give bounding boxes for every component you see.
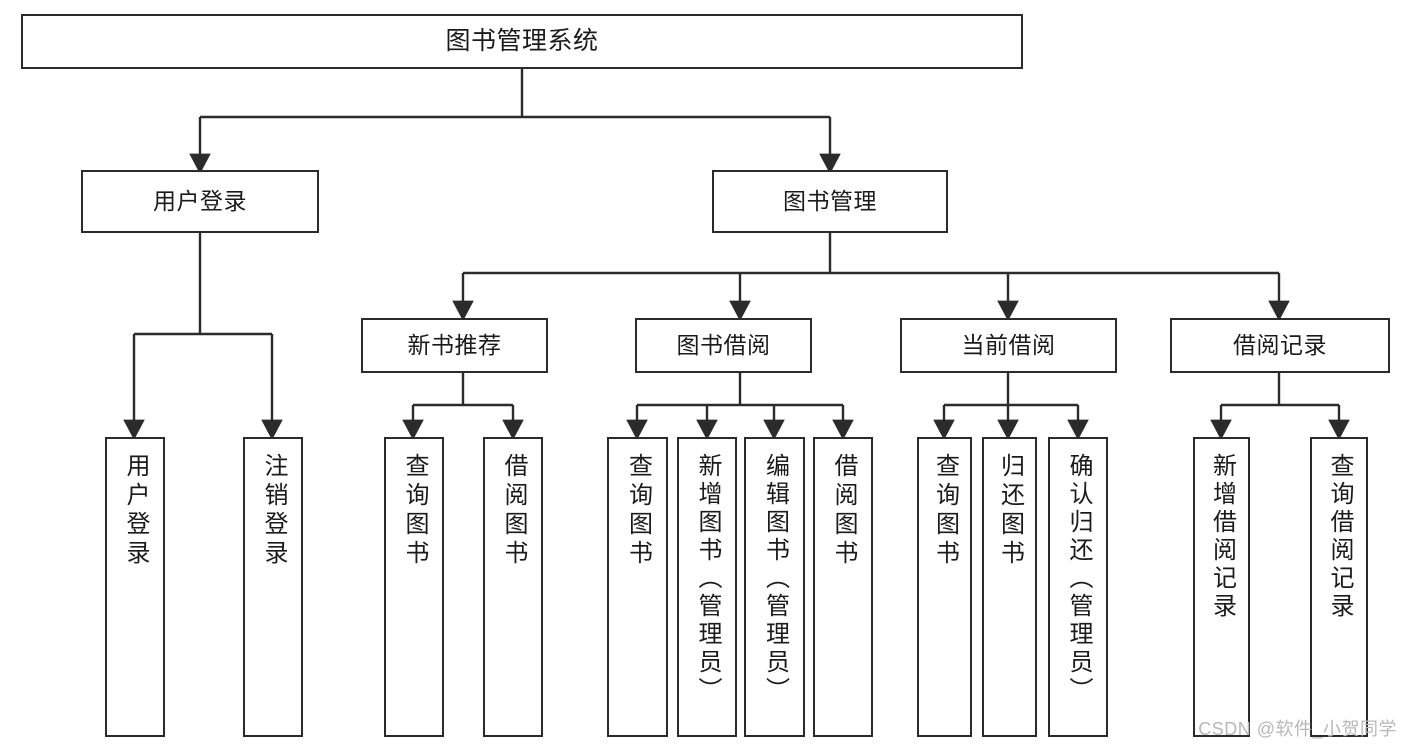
- node-label: 查询图书: [931, 453, 959, 569]
- node-label: 图书管理: [783, 188, 877, 215]
- node-book-management[interactable]: 图书管理: [712, 170, 948, 233]
- node-user-login[interactable]: 用户登录: [81, 170, 319, 233]
- node-leaf-query-book-borrow[interactable]: 查询图书: [607, 437, 668, 737]
- node-current-borrow[interactable]: 当前借阅: [900, 318, 1117, 373]
- node-label: 查询图书: [624, 453, 652, 569]
- node-leaf-add-borrow-record[interactable]: 新增借阅记录: [1193, 437, 1250, 737]
- node-label: 归还图书: [996, 453, 1024, 569]
- node-borrow-record[interactable]: 借阅记录: [1170, 318, 1390, 373]
- node-leaf-return-book[interactable]: 归还图书: [982, 437, 1037, 737]
- node-label: 当前借阅: [961, 332, 1056, 359]
- node-new-book-recommend[interactable]: 新书推荐: [361, 318, 548, 373]
- node-leaf-borrow-book-recommend[interactable]: 借阅图书: [483, 437, 543, 737]
- node-label: 用户登录: [122, 453, 149, 569]
- node-label: 确认归还（管理员）: [1065, 453, 1092, 705]
- node-leaf-logout[interactable]: 注销登录: [243, 437, 303, 737]
- node-leaf-confirm-return-admin[interactable]: 确认归还（管理员）: [1048, 437, 1108, 737]
- node-book-borrow[interactable]: 图书借阅: [635, 318, 812, 373]
- node-label: 查询图书: [401, 453, 428, 569]
- node-label: 用户登录: [153, 188, 247, 215]
- node-root-system[interactable]: 图书管理系统: [21, 14, 1023, 69]
- node-leaf-query-book-current[interactable]: 查询图书: [917, 437, 972, 737]
- node-label: 借阅记录: [1233, 332, 1327, 359]
- node-leaf-query-book-recommend[interactable]: 查询图书: [384, 437, 444, 737]
- node-leaf-borrow-book[interactable]: 借阅图书: [813, 437, 873, 737]
- node-label: 查询借阅记录: [1326, 453, 1353, 621]
- watermark: CSDN @软件_小贺同学: [1198, 719, 1397, 739]
- node-leaf-query-borrow-record[interactable]: 查询借阅记录: [1310, 437, 1368, 737]
- node-leaf-add-book-admin[interactable]: 新增图书（管理员）: [677, 437, 737, 737]
- node-label: 图书借阅: [676, 332, 771, 359]
- node-label: 新增图书（管理员）: [694, 453, 721, 705]
- node-leaf-user-login[interactable]: 用户登录: [105, 437, 165, 737]
- node-label: 编辑图书（管理员）: [761, 453, 789, 705]
- node-leaf-edit-book-admin[interactable]: 编辑图书（管理员）: [744, 437, 805, 737]
- node-label: 注销登录: [260, 453, 287, 569]
- node-label: 借阅图书: [500, 453, 527, 569]
- node-label: 图书管理系统: [445, 27, 599, 56]
- node-label: 新书推荐: [407, 332, 502, 359]
- node-label: 借阅图书: [830, 453, 857, 569]
- node-label: 新增借阅记录: [1208, 453, 1236, 621]
